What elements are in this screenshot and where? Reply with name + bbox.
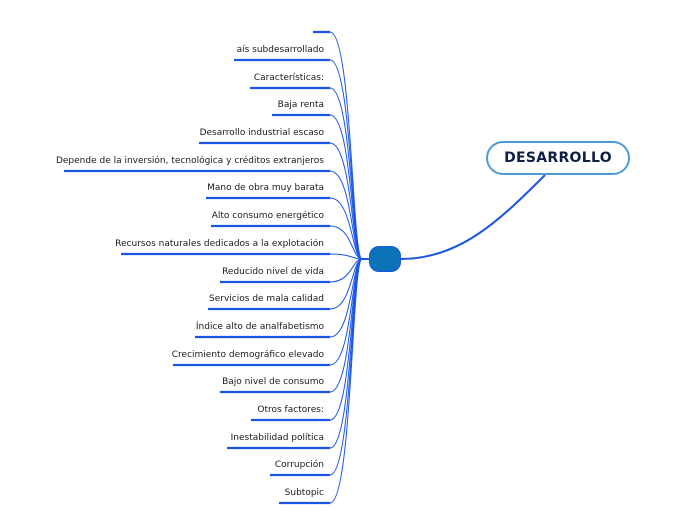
subtopic-node[interactable]: Bajo nivel de consumo (222, 377, 324, 388)
subtopic-label: Corrupción (274, 460, 324, 470)
subtopic-label: Alto consumo energético (211, 211, 324, 221)
subtopic-connector (329, 170, 363, 260)
subtopic-node[interactable]: aís subdesarrollado (237, 45, 324, 56)
subtopic-node[interactable]: Depende de la inversión, tecnológica y c… (56, 156, 324, 167)
subtopic-node[interactable]: Inestabilidad política (231, 433, 324, 444)
subtopic-connector (329, 258, 363, 504)
subtopic-label: Depende de la inversión, tecnológica y c… (55, 156, 324, 166)
subtopic-label: Mano de obra muy barata (207, 183, 324, 193)
subtopic-node[interactable]: Baja renta (278, 100, 324, 111)
subtopic-label: Desarrollo industrial escaso (199, 128, 324, 138)
subtopic-label: Características: (253, 73, 324, 83)
subtopic-node[interactable]: Índice alto de analfabetismo (196, 322, 324, 333)
subtopic-node[interactable]: Corrupción (275, 460, 324, 471)
root-connector-line (400, 174, 546, 260)
subtopic-label: Inestabilidad política (230, 433, 324, 443)
subtopic-connector (329, 142, 363, 260)
subtopic-connector (329, 197, 363, 260)
subtopic-node[interactable]: Servicios de mala calidad (209, 294, 324, 305)
subtopic-label: aís subdesarrollado (236, 45, 324, 55)
subtopic-connector (329, 225, 363, 260)
root-topic-label: DESARROLLO (504, 150, 612, 166)
subtopic-label: Recursos naturales dedicados a la explot… (115, 239, 324, 249)
subtopic-node[interactable]: Características: (254, 73, 324, 84)
subtopic-label: Servicios de mala calidad (209, 294, 324, 304)
subtopic-node[interactable]: Reducido nivel de vida (222, 267, 324, 278)
root-topic-node[interactable]: DESARROLLO (486, 141, 630, 175)
subtopic-node[interactable]: Mano de obra muy barata (207, 183, 324, 194)
subtopic-label: Reducido nivel de vida (222, 267, 324, 277)
subtopic-connector (329, 253, 363, 260)
subtopic-node[interactable]: Subtopic (285, 488, 324, 499)
subtopic-label: Bajo nivel de consumo (222, 377, 324, 387)
subtopic-node[interactable]: Desarrollo industrial escaso (200, 128, 324, 139)
subtopic-label: Crecimiento demográfico elevado (171, 350, 324, 360)
subtopic-label: Baja renta (277, 100, 324, 110)
subtopic-node[interactable]: Recursos naturales dedicados a la explot… (115, 239, 324, 250)
subtopic-node[interactable]: Alto consumo energético (212, 211, 324, 222)
subtopic-node[interactable]: Crecimiento demográfico elevado (172, 350, 324, 361)
subtopic-node[interactable]: Otros factores: (257, 405, 324, 416)
main-topic-node[interactable] (369, 246, 401, 272)
subtopic-label: Subtopic (284, 488, 324, 498)
subtopic-label: Índice alto de analfabetismo (195, 322, 324, 332)
subtopic-label: Otros factores: (257, 405, 324, 415)
